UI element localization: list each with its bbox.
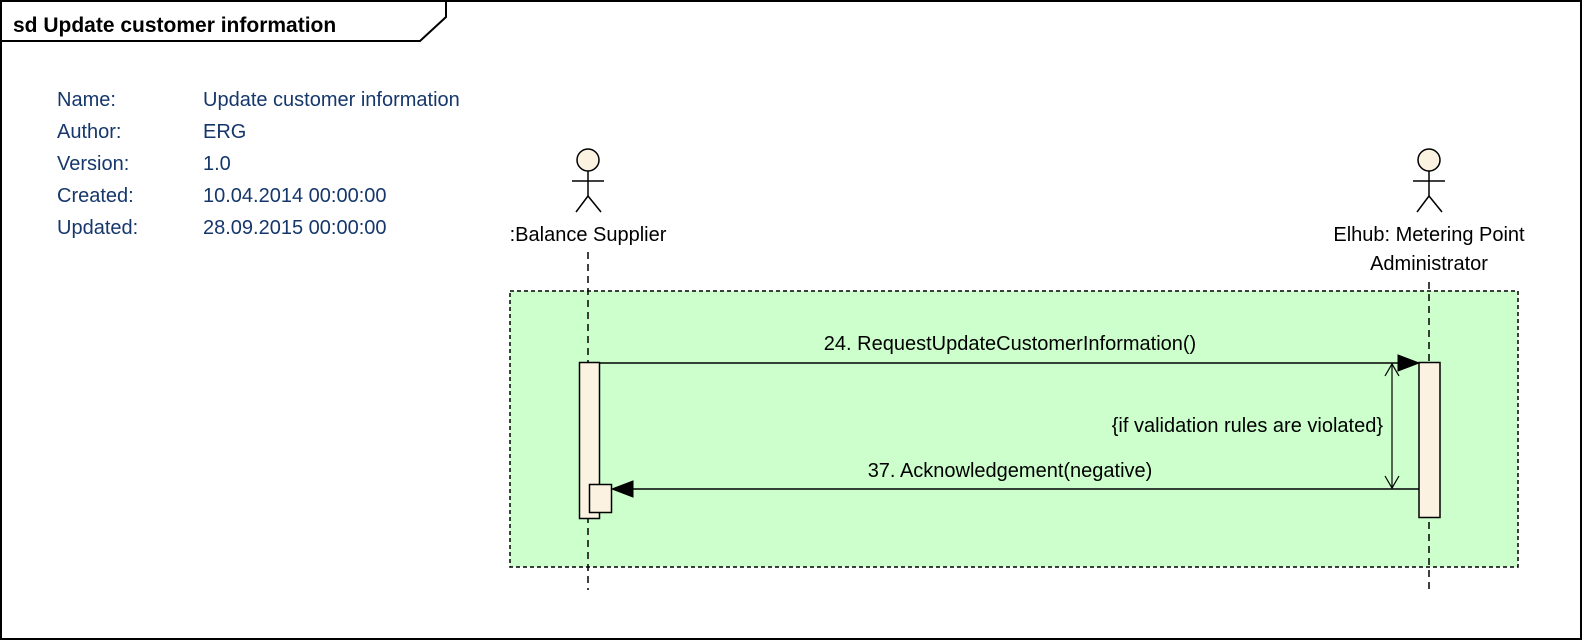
message-acknowledgement-label: 37. Acknowledgement(negative) — [868, 460, 1153, 482]
actor-elhub-label-line1: Elhub: Metering Point — [1333, 224, 1525, 246]
metadata-label-updated: Updated: — [57, 217, 138, 239]
arrowhead-right-icon — [1397, 354, 1421, 372]
actor-balance-supplier-label: :Balance Supplier — [510, 224, 667, 246]
arrowhead-up-icon — [1384, 362, 1400, 377]
actor-balance-supplier-icon — [572, 148, 604, 213]
actor-head-icon — [1417, 148, 1441, 172]
metadata-value-author: ERG — [203, 121, 246, 143]
duration-constraint-arrow — [1384, 362, 1400, 490]
metadata-label-name: Name: — [57, 89, 116, 111]
fragment-background — [509, 290, 1519, 568]
actor-head-icon — [576, 148, 600, 172]
frame-title-tab — [0, 0, 447, 42]
guard-condition-label: {if validation rules are violated} — [1112, 415, 1384, 437]
arrowhead-down-icon — [1384, 475, 1400, 490]
metadata-value-name: Update customer information — [203, 89, 460, 111]
metadata-value-version: 1.0 — [203, 153, 231, 175]
message-request-arrow — [599, 354, 1421, 372]
metadata-label-version: Version: — [57, 153, 129, 175]
arrowhead-left-icon — [610, 480, 634, 498]
actor-elhub-icon — [1413, 148, 1445, 213]
message-acknowledgement-arrow — [610, 480, 1419, 498]
frame-title: sd Update customer information — [13, 14, 336, 37]
activation-bar-elhub — [1418, 361, 1441, 519]
message-request-label: 24. RequestUpdateCustomerInformation() — [824, 333, 1196, 355]
metadata-label-created: Created: — [57, 185, 134, 207]
activation-bar-balance-supplier — [578, 361, 601, 520]
metadata-value-created: 10.04.2014 00:00:00 — [203, 185, 387, 207]
actor-elhub-label-line2: Administrator — [1370, 253, 1488, 275]
metadata-value-updated: 28.09.2015 00:00:00 — [203, 217, 387, 239]
nested-activation-bar-balance-supplier — [588, 483, 613, 514]
metadata-label-author: Author: — [57, 121, 121, 143]
metadata-block: Name: Update customer information Author… — [57, 89, 460, 239]
